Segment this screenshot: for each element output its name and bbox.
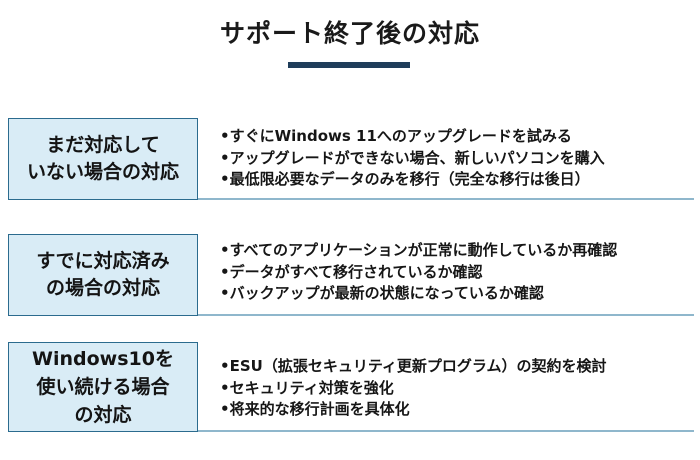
section-label-line: まだ対応して — [46, 134, 160, 156]
title-underline — [288, 62, 410, 68]
section-label-line: の場合の対応 — [45, 277, 160, 299]
section-label-line: 使い続ける場合 — [36, 376, 170, 398]
action-item: •すべてのアプリケーションが正常に動作しているか再確認 — [220, 241, 618, 259]
action-list: •すぐにWindows 11へのアップグレードを試みる •アップグレードができな… — [220, 126, 605, 191]
action-list: •すべてのアプリケーションが正常に動作しているか再確認 •データがすべて移行され… — [220, 240, 617, 305]
section-divider — [8, 430, 694, 432]
action-item: •セキュリティ対策を強化 — [220, 378, 394, 397]
section-label-line: の対応 — [74, 404, 132, 426]
action-item: •バックアップが最新の状態になっているか確認 — [220, 284, 544, 302]
section-label-line: すでに対応済み — [36, 250, 170, 272]
action-item: •アップグレードができない場合、新しいパソコンを購入 — [220, 148, 605, 167]
section-label: すでに対応済み の場合の対応 — [8, 234, 198, 316]
action-item: •最低限必要なデータのみを移行（完全な移行は後日） — [220, 170, 590, 188]
action-item: •将来的な移行計画を具体化 — [220, 400, 410, 418]
action-item: •データがすべて移行されているか確認 — [220, 262, 483, 281]
action-item: •ESU（拡張セキュリティ更新プログラム）の契約を検討 — [220, 357, 607, 375]
page-title: サポート終了後の対応 — [219, 19, 480, 48]
action-list: •ESU（拡張セキュリティ更新プログラム）の契約を検討 •セキュリティ対策を強化… — [220, 356, 606, 421]
action-item: •すぐにWindows 11へのアップグレードを試みる — [220, 127, 572, 145]
section-divider — [8, 198, 694, 200]
section-label: Windows10を 使い続ける場合 の対応 — [8, 342, 198, 432]
section-divider — [8, 314, 694, 316]
section-label: まだ対応して いない場合の対応 — [8, 118, 198, 200]
section-label-line: いない場合の対応 — [26, 161, 179, 183]
section-label-line: Windows10を — [32, 348, 174, 370]
